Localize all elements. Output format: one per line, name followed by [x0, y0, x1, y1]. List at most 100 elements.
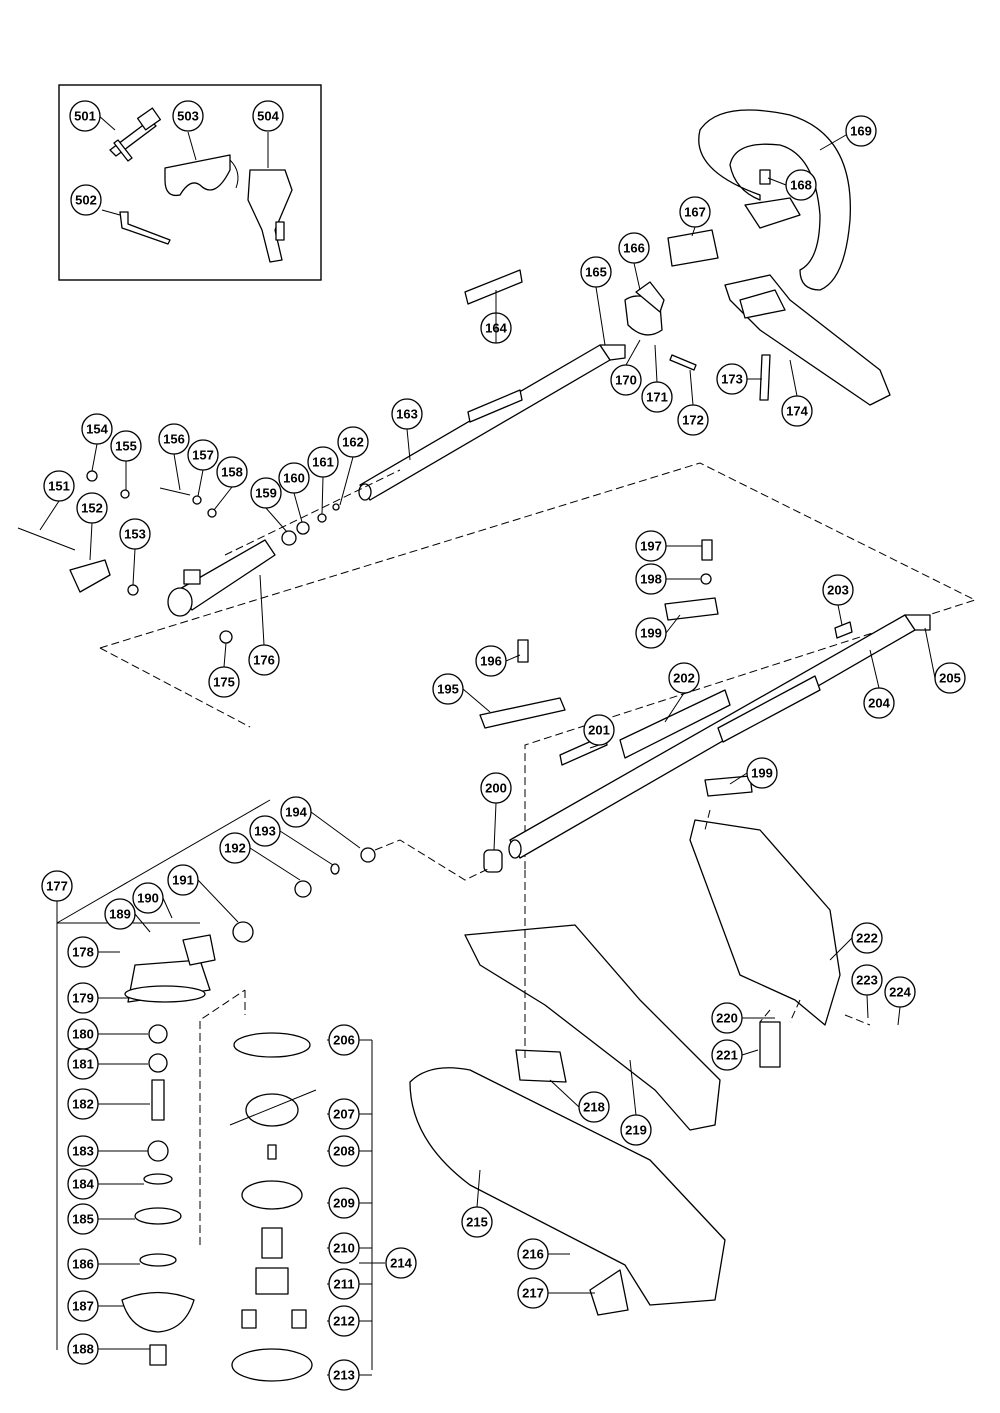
- callout-165: 165: [580, 256, 612, 288]
- part-number: 159: [255, 486, 277, 501]
- part-number: 215: [466, 1215, 488, 1230]
- callout-221: 221: [711, 1039, 743, 1071]
- callout-217: 217: [517, 1277, 549, 1309]
- part-number: 203: [827, 583, 849, 598]
- part-number: 201: [588, 723, 610, 738]
- gear-case: [121, 847, 376, 1366]
- part-number: 157: [192, 448, 214, 463]
- callout-189: 189: [104, 898, 136, 930]
- callout-183: 183: [67, 1135, 99, 1167]
- callout-labels: 501 503 504 502 169 168 167 166 165 164 …: [41, 100, 966, 1391]
- part-number: 205: [939, 671, 961, 686]
- callout-152: 152: [76, 492, 108, 524]
- part-number: 222: [856, 931, 878, 946]
- callout-222: 222: [851, 922, 883, 954]
- callout-220: 220: [711, 1002, 743, 1034]
- part-number: 151: [48, 479, 70, 494]
- callout-193: 193: [249, 815, 281, 847]
- part-number: 224: [889, 985, 911, 1000]
- callout-502: 502: [70, 184, 102, 216]
- part-number: 213: [333, 1368, 355, 1383]
- part-number: 173: [721, 372, 743, 387]
- cutter-guard: [409, 819, 841, 1316]
- part-number: 199: [640, 626, 662, 641]
- part-number: 176: [253, 653, 275, 668]
- callout-501: 501: [69, 100, 101, 132]
- callout-178: 178: [67, 936, 99, 968]
- part-number: 167: [684, 205, 706, 220]
- part-number: 168: [790, 178, 812, 193]
- part-number: 223: [856, 973, 878, 988]
- part-number: 195: [437, 682, 459, 697]
- part-number: 191: [172, 873, 194, 888]
- part-number: 187: [72, 1299, 94, 1314]
- callout-179: 179: [67, 982, 99, 1014]
- callout-216: 216: [517, 1238, 549, 1270]
- part-number: 171: [646, 390, 668, 405]
- callout-185: 185: [67, 1203, 99, 1235]
- callout-159: 159: [250, 477, 282, 509]
- callout-181: 181: [67, 1048, 99, 1080]
- part-number: 163: [396, 407, 418, 422]
- part-number: 172: [682, 413, 704, 428]
- part-number: 185: [72, 1212, 94, 1227]
- callout-170: 170: [610, 364, 642, 396]
- part-number: 182: [72, 1097, 94, 1112]
- callout-197: 197: [635, 530, 667, 562]
- callout-166: 166: [618, 232, 650, 264]
- callout-190: 190: [132, 882, 164, 914]
- part-number: 218: [583, 1100, 605, 1115]
- callout-172: 172: [677, 404, 709, 436]
- part-number: 165: [585, 265, 607, 280]
- callout-199-upper: 199: [635, 617, 667, 649]
- callout-199-lower: 199: [746, 757, 778, 789]
- callout-202: 202: [668, 662, 700, 694]
- callout-182: 182: [67, 1088, 99, 1120]
- callout-184: 184: [67, 1168, 99, 1200]
- part-number: 200: [485, 781, 507, 796]
- callout-218: 218: [578, 1091, 610, 1123]
- part-number: 199: [751, 766, 773, 781]
- callout-174: 174: [781, 395, 813, 427]
- callout-191: 191: [167, 864, 199, 896]
- part-number: 174: [786, 404, 808, 419]
- callout-162: 162: [337, 426, 369, 458]
- accessory-box: [58, 84, 322, 281]
- callout-200: 200: [480, 772, 512, 804]
- lower-shaft: [483, 614, 931, 873]
- part-number: 179: [72, 991, 94, 1006]
- part-number: 161: [312, 455, 334, 470]
- part-number: 166: [623, 241, 645, 256]
- callout-208: 208: [328, 1135, 360, 1167]
- engine-joint-clamp: [17, 470, 340, 644]
- part-number: 180: [72, 1027, 94, 1042]
- part-number: 194: [285, 805, 307, 820]
- part-number: 207: [333, 1107, 355, 1122]
- part-number: 197: [640, 539, 662, 554]
- loop-handle-assembly: [624, 109, 891, 406]
- part-number: 155: [115, 439, 137, 454]
- callout-161: 161: [307, 446, 339, 478]
- callout-187: 187: [67, 1290, 99, 1322]
- part-number: 504: [257, 109, 279, 124]
- callout-212: 212: [328, 1305, 360, 1337]
- part-number: 156: [163, 432, 185, 447]
- part-number: 186: [72, 1257, 94, 1272]
- callout-167: 167: [679, 196, 711, 228]
- callout-192: 192: [219, 832, 251, 864]
- callout-156: 156: [158, 423, 190, 455]
- callout-210: 210: [328, 1232, 360, 1264]
- part-number: 220: [716, 1011, 738, 1026]
- callout-175: 175: [208, 666, 240, 698]
- callout-204: 204: [863, 687, 895, 719]
- callout-163: 163: [391, 398, 423, 430]
- callout-198: 198: [635, 563, 667, 595]
- callout-176: 176: [248, 644, 280, 676]
- callout-160: 160: [278, 462, 310, 494]
- callout-169: 169: [845, 115, 877, 147]
- part-number: 208: [333, 1144, 355, 1159]
- part-number: 216: [522, 1247, 544, 1262]
- callout-213: 213: [328, 1359, 360, 1391]
- part-number: 188: [72, 1342, 94, 1357]
- callout-173: 173: [716, 363, 748, 395]
